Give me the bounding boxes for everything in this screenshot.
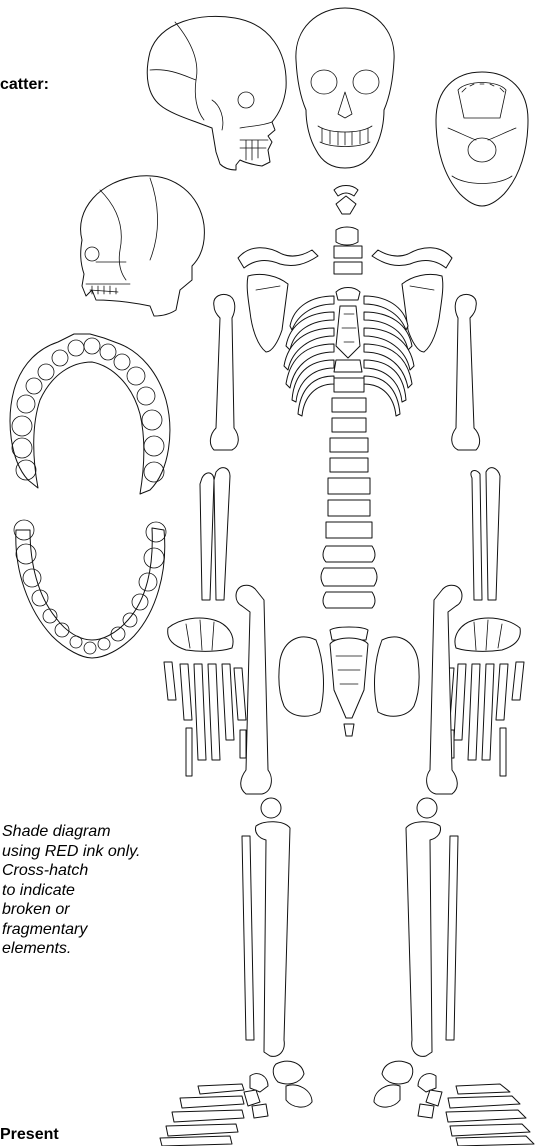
hyoid-bones [334, 186, 358, 215]
hand-left [164, 618, 246, 776]
upper-dental-arch [10, 334, 170, 494]
lower-leg-left [242, 822, 290, 1057]
forearm-left [200, 468, 230, 600]
skull-lateral-left [81, 176, 205, 316]
foot-left [160, 1061, 312, 1146]
skull-lateral-top [147, 16, 286, 170]
pelvis [279, 637, 419, 736]
lower-leg-right [406, 822, 458, 1057]
spine [321, 227, 377, 640]
skull-basal [436, 72, 528, 206]
forearm-right [471, 468, 500, 600]
skull-frontal [296, 8, 394, 168]
patellae [261, 798, 437, 818]
lower-dental-arch [14, 520, 166, 658]
foot-right [374, 1061, 534, 1146]
hand-right [442, 618, 524, 776]
